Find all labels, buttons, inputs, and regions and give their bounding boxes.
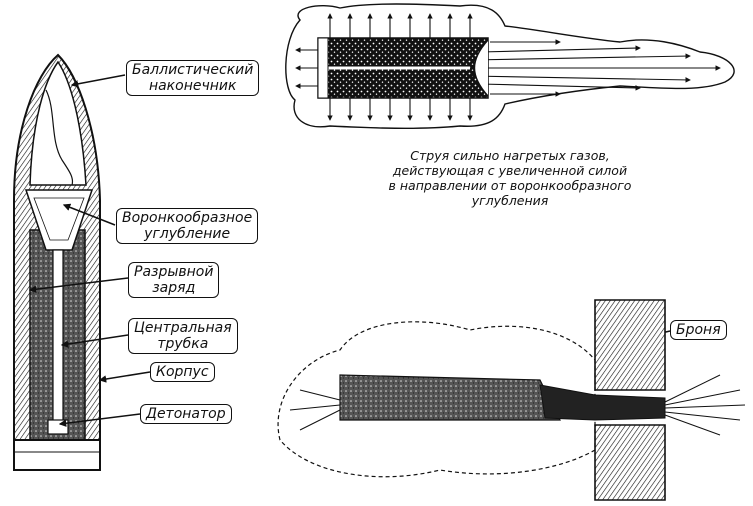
penetration-jet: [539, 384, 666, 421]
label-body-text: Корпус: [156, 364, 209, 380]
shell-cross-section: [13, 53, 101, 471]
label-bursting-charge-line2: заряд: [152, 280, 196, 296]
label-armor: Броня: [670, 320, 727, 340]
detonator-shape: [47, 419, 69, 435]
caption-line-1: Струя сильно нагретых газов,: [410, 148, 610, 163]
gas-jet-caption: Струя сильно нагретых газов, действующая…: [380, 148, 640, 208]
label-detonator: Детонатор: [140, 404, 232, 424]
caption-line-3: в направлении от воронкообразного: [388, 178, 632, 193]
caption-line-2: действующая с увеличенной силой: [392, 163, 628, 178]
shell-base: [13, 439, 101, 471]
label-cone-cavity-line1: Воронкообразное: [122, 210, 253, 226]
label-ballistic-tip-line1: Баллистический: [132, 62, 254, 78]
label-ballistic-tip-line2: наконечник: [148, 78, 237, 94]
label-central-tube-line2: трубка: [157, 336, 209, 352]
label-body: Корпус: [150, 362, 215, 382]
label-ballistic-tip: Баллистический наконечник: [126, 60, 260, 96]
armor-penetration-diagram: [277, 299, 746, 501]
gas-jet-diagram: [285, 3, 735, 130]
label-bursting-charge-line1: Разрывной: [134, 264, 214, 280]
label-detonator-text: Детонатор: [146, 406, 226, 422]
shell-remains: [339, 374, 561, 421]
central-tube-shape: [52, 249, 64, 426]
cone-cavity-shape: [24, 189, 94, 251]
caption-line-4: углубления: [471, 193, 549, 208]
ballistic-tip-shape: [29, 60, 87, 186]
label-cone-cavity: Воронкообразное углубление: [116, 208, 259, 244]
gas-cloud: [285, 3, 735, 130]
label-bursting-charge: Разрывной заряд: [128, 262, 220, 298]
label-central-tube: Центральная трубка: [128, 318, 238, 354]
label-central-tube-line1: Центральная: [134, 320, 232, 336]
label-armor-text: Броня: [676, 322, 721, 338]
explosion-cloud: [277, 321, 596, 478]
label-cone-cavity-line2: углубление: [144, 226, 231, 242]
